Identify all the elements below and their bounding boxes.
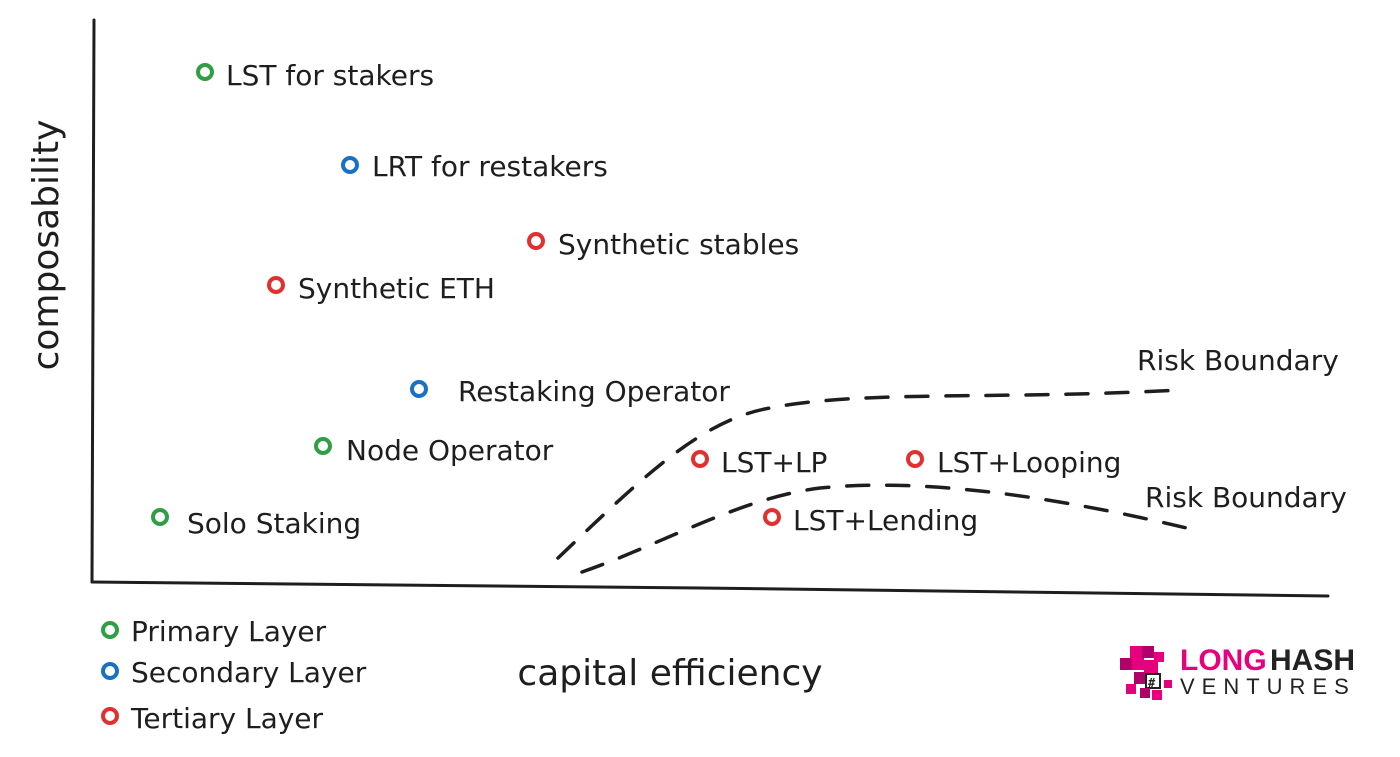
legend: Primary Layer Secondary Layer Tertiary L…	[101, 615, 367, 735]
legend-item-tertiary: Tertiary Layer	[101, 702, 324, 735]
point-lst-for-stakers: LST for stakers	[196, 59, 434, 92]
logo-word-hash: HASH	[1270, 644, 1355, 677]
primary-layer-marker	[314, 437, 332, 455]
point-label: LST+Looping	[937, 446, 1121, 479]
primary-layer-marker	[151, 508, 169, 526]
tertiary-layer-marker	[267, 276, 285, 294]
svg-text:#: #	[1148, 676, 1156, 690]
point-label: LRT for restakers	[372, 150, 608, 183]
legend-item-primary: Primary Layer	[101, 615, 327, 648]
point-lrt-for-restakers: LRT for restakers	[341, 150, 608, 183]
tertiary-layer-marker	[527, 232, 545, 250]
point-lst-looping: LST+Looping	[906, 446, 1121, 479]
primary-layer-marker	[196, 63, 214, 81]
point-label: LST+Lending	[793, 504, 978, 537]
point-node-operator: Node Operator	[314, 434, 554, 467]
tertiary-layer-marker	[691, 450, 709, 468]
secondary-layer-marker	[410, 380, 428, 398]
point-synthetic-stables: Synthetic stables	[527, 228, 799, 261]
logo-word-long: LONG	[1180, 644, 1267, 677]
pixel-dragon-icon: #	[1120, 646, 1172, 700]
logo-word-ventures: VENTURES	[1180, 674, 1356, 699]
risk-boundary-lower-curve	[580, 483, 1197, 574]
risk-boundary-upper-label: Risk Boundary	[1137, 344, 1339, 377]
tertiary-layer-marker	[763, 508, 781, 526]
point-label: LST+LP	[721, 446, 827, 479]
point-label: Solo Staking	[187, 507, 361, 540]
point-label: Restaking Operator	[458, 375, 730, 408]
point-restaking-operator: Restaking Operator	[410, 375, 730, 408]
longhash-ventures-logo: # LONG HASH VENTURES	[1120, 644, 1356, 700]
primary-layer-marker	[101, 621, 119, 639]
legend-label: Primary Layer	[131, 615, 327, 648]
point-label: Synthetic ETH	[298, 272, 495, 305]
risk-boundary-lower-label: Risk Boundary	[1145, 481, 1347, 514]
legend-label: Secondary Layer	[131, 656, 367, 689]
y-axis-line	[90, 18, 96, 584]
x-axis-line	[90, 580, 1330, 598]
secondary-layer-marker	[101, 662, 119, 680]
point-label: Synthetic stables	[558, 228, 799, 261]
secondary-layer-marker	[341, 156, 359, 174]
legend-item-secondary: Secondary Layer	[101, 656, 367, 689]
y-axis-label: composability	[26, 120, 67, 371]
tertiary-layer-marker	[906, 450, 924, 468]
point-synthetic-eth: Synthetic ETH	[267, 272, 495, 305]
point-solo-staking: Solo Staking	[151, 507, 361, 540]
point-label: LST for stakers	[226, 59, 434, 92]
risk-boundary-upper-curve	[556, 388, 1182, 560]
x-axis-label: capital efficiency	[517, 653, 822, 694]
point-lst-lending: LST+Lending	[763, 504, 978, 537]
tertiary-layer-marker	[101, 707, 119, 725]
point-label: Node Operator	[346, 434, 554, 467]
point-lst-lp: LST+LP	[691, 446, 827, 479]
legend-label: Tertiary Layer	[130, 702, 324, 735]
